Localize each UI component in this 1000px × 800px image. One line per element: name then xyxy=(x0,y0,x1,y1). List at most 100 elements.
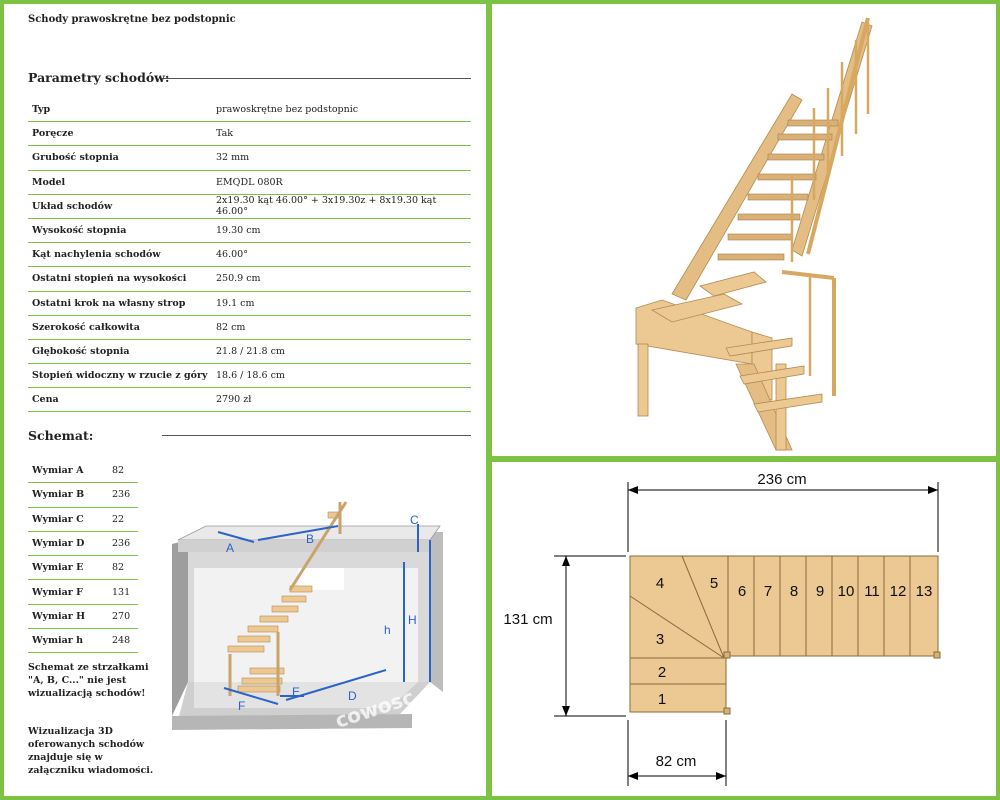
param-label: Układ schodów xyxy=(28,194,212,219)
param-value: 32 mm xyxy=(212,145,471,171)
schematic-label-b: B xyxy=(306,532,314,546)
dimension-label: Wymiar F xyxy=(28,579,108,605)
params-heading: Parametry schodów: xyxy=(28,70,170,85)
step-number: 6 xyxy=(738,583,746,600)
step-number: 4 xyxy=(656,575,664,592)
dimension-value: 82 xyxy=(108,555,138,581)
param-label: Stopień widoczny w rzucie z góry xyxy=(28,363,212,389)
param-value: 82 cm xyxy=(212,315,471,340)
visualization-note: Wizualizacja 3D oferowanych schodów znaj… xyxy=(28,726,154,776)
schematic-label-a: A xyxy=(226,541,234,555)
param-value: 18.6 / 18.6 cm xyxy=(212,363,471,389)
dimension-label: Wymiar B xyxy=(28,482,108,508)
dimension-value: 236 xyxy=(108,482,138,508)
param-label: Kąt nachylenia schodów xyxy=(28,242,212,268)
plan-width-label: 236 cm xyxy=(757,471,806,488)
param-label: Ostatni krok na własny strop xyxy=(28,291,212,316)
params-heading-rule xyxy=(162,78,471,79)
dimension-value: 82 xyxy=(108,459,138,484)
step-number: 11 xyxy=(864,583,880,600)
param-value: 19.1 cm xyxy=(212,291,471,316)
dimension-value: 22 xyxy=(108,507,138,532)
step-number: 13 xyxy=(916,583,933,600)
dimension-value: 236 xyxy=(108,531,138,557)
param-label: Głębokość stopnia xyxy=(28,339,212,365)
plan-bottom-label: 82 cm xyxy=(656,753,697,770)
param-value: 46.00° xyxy=(212,242,471,268)
document-title: Schody prawoskrętne bez podstopnic xyxy=(28,14,236,25)
param-value: EMQDL 080R xyxy=(212,170,471,195)
dimension-label: Wymiar E xyxy=(28,555,108,581)
param-value: 2790 zł xyxy=(212,387,471,413)
param-label: Szerokość całkowita xyxy=(28,315,212,340)
step-number: 3 xyxy=(656,631,664,648)
dimension-label: Wymiar C xyxy=(28,507,108,532)
schematic-label-e: E xyxy=(292,685,300,699)
param-value: 19.30 cm xyxy=(212,218,471,244)
step-number: 12 xyxy=(890,583,907,600)
plan-height-label: 131 cm xyxy=(503,611,552,628)
dimension-label: Wymiar h xyxy=(28,628,108,654)
schema-note: Schemat ze strzałkami "A, B, C..." nie j… xyxy=(28,662,149,699)
step-number: 8 xyxy=(790,583,798,600)
schematic-label-h-upper: H xyxy=(408,613,417,627)
schemat-heading-rule xyxy=(162,435,471,436)
schemat-heading: Schemat: xyxy=(28,428,94,443)
step-number: 10 xyxy=(838,583,855,600)
param-value: 250.9 cm xyxy=(212,266,471,292)
room-schematic: A B C D E F H h cowosc xyxy=(168,482,450,744)
param-value: 2x19.30 kąt 46.00° + 3x19.30z + 8x19.30 … xyxy=(212,194,471,219)
step-number: 5 xyxy=(710,575,718,592)
step-number: 1 xyxy=(658,691,666,708)
dimension-value: 131 xyxy=(108,579,138,605)
parameters-panel: Schody prawoskrętne bez podstopnic Param… xyxy=(4,4,486,796)
step-number: 9 xyxy=(816,583,824,600)
staircase-3d-view xyxy=(492,4,996,456)
param-value: 21.8 / 21.8 cm xyxy=(212,339,471,365)
dimension-label: Wymiar D xyxy=(28,531,108,557)
param-value: Tak xyxy=(212,121,471,147)
dimension-label: Wymiar A xyxy=(28,459,108,484)
schematic-label-d: D xyxy=(348,689,357,703)
param-label: Grubość stopnia xyxy=(28,145,212,171)
param-label: Wysokość stopnia xyxy=(28,218,212,244)
schematic-label-c: C xyxy=(410,513,419,527)
step-number: 7 xyxy=(764,583,772,600)
param-label: Model xyxy=(28,170,212,195)
stair-plan-view: 236 cm 131 cm 82 cm 1 2 3 4 5 6 7 8 9 10… xyxy=(492,462,996,796)
param-label: Poręcze xyxy=(28,121,212,147)
param-value: prawoskrętne bez podstopnic xyxy=(212,98,471,123)
schematic-label-f: F xyxy=(238,699,245,713)
schematic-label-h-lower: h xyxy=(384,623,391,637)
dimension-value: 270 xyxy=(108,604,138,630)
param-label: Typ xyxy=(28,98,212,123)
step-number: 2 xyxy=(658,664,666,681)
param-label: Ostatni stopień na wysokości xyxy=(28,266,212,292)
dimension-value: 248 xyxy=(108,628,138,654)
param-label: Cena xyxy=(28,387,212,413)
dimension-label: Wymiar H xyxy=(28,604,108,630)
